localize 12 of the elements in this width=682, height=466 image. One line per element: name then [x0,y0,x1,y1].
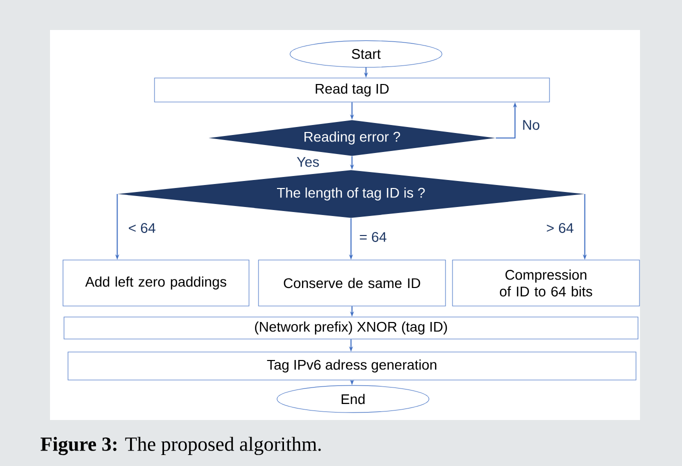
edge-label: < 64 [126,222,158,234]
edge-label: No [520,118,542,132]
process-box: (Network prefix) XNOR (tag ID) [64,316,638,340]
process-box: Read tag ID [154,78,550,102]
process-box: Add left zero paddings [62,260,250,306]
edge-label: > 64 [544,222,576,234]
edge-label: = 64 [358,230,388,244]
process-box: Tag IPv6 adress generation [68,352,636,380]
process-box: Conserve de same ID [258,260,446,306]
process-box: Compression of ID to 64 bits [452,260,640,306]
edge-label: Yes [295,156,321,168]
figure-caption: Figure 3: The proposed algorithm. [40,436,321,456]
